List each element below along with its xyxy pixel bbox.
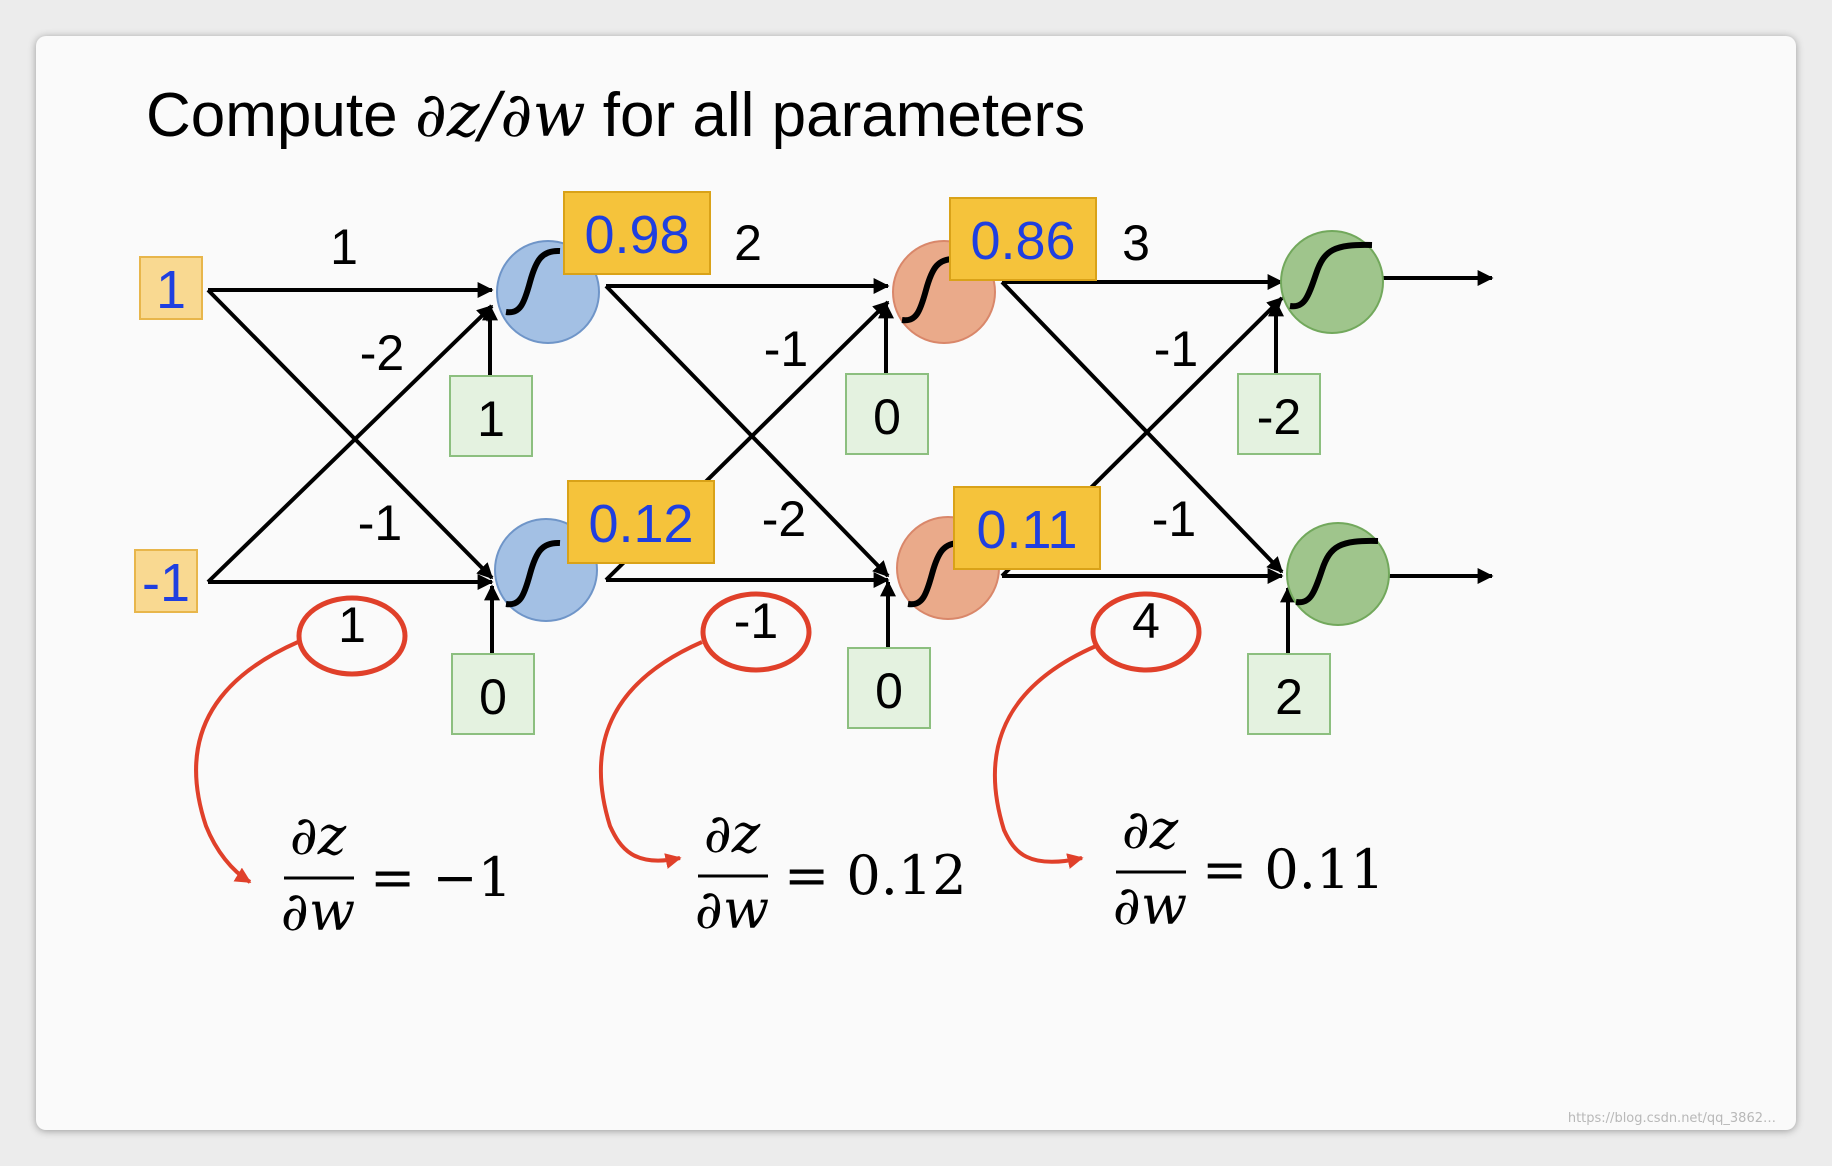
output-arrows <box>1382 270 1494 584</box>
sigmoid-icon <box>901 255 957 324</box>
neuron-l3-top <box>1280 230 1384 334</box>
activation-l2-top: 0.86 <box>970 211 1075 271</box>
bias-l2-top: 0 <box>873 389 901 445</box>
edge-in2-h1-1 <box>206 304 494 584</box>
derivative-1-numerator: ∂z <box>290 804 347 867</box>
curve-arrow-1 <box>194 640 299 884</box>
weight-l2-bt: -1 <box>764 321 808 377</box>
weight-labels: 1 -2 -1 1 2 -1 -2 -1 3 -1 -1 4 <box>330 215 1198 653</box>
highlight-circle-3 <box>1090 591 1202 673</box>
network-diagram: Compute ∂z/∂w for all parameters <box>134 78 1776 1126</box>
weight-l1-tt: 1 <box>330 219 358 275</box>
curve-arrow-2 <box>599 640 703 869</box>
bias-l3-bottom: 2 <box>1275 669 1303 725</box>
weight-l1-bb: 1 <box>338 597 366 653</box>
derivative-3: ∂z ∂w = 0.11 <box>1113 798 1385 937</box>
input-value-2: -1 <box>142 553 190 613</box>
derivative-3-denominator: ∂w <box>1113 874 1187 937</box>
input-value-1: 1 <box>156 260 186 320</box>
weight-l2-tt: 2 <box>734 215 762 271</box>
derivative-1-denominator: ∂w <box>281 880 355 943</box>
sigmoid-icon <box>1289 241 1373 310</box>
activation-l1-top: 0.98 <box>584 205 689 265</box>
weight-l1-tb: -1 <box>358 495 402 551</box>
derivative-formulas: ∂z ∂w = −1 ∂z ∂w = 0.12 ∂z ∂w = 0.11 <box>281 798 1385 943</box>
derivative-2-denominator: ∂w <box>695 878 769 941</box>
edge-h1a-h2b <box>604 284 890 578</box>
highlight-circles <box>296 591 1202 677</box>
highlight-circle-2 <box>700 591 812 673</box>
weight-l3-tt: 3 <box>1122 215 1150 271</box>
slide-panel: Compute ∂z/∂w for all parameters <box>36 36 1796 1130</box>
bias-l1-top: 1 <box>477 391 505 447</box>
bias-l3-top: -2 <box>1257 389 1301 445</box>
sigmoid-icon <box>505 247 561 316</box>
highlight-circle-1 <box>296 595 408 677</box>
sigmoid-icon <box>1295 537 1379 606</box>
weight-l2-bb: -1 <box>734 593 778 649</box>
bias-l2-bottom: 0 <box>875 663 903 719</box>
derivative-1: ∂z ∂w = −1 <box>281 804 512 943</box>
highlight-arrows <box>194 640 1097 884</box>
weight-l3-tb: -1 <box>1152 491 1196 547</box>
activation-boxes: 0.98 0.12 0.86 0.11 <box>563 191 1101 570</box>
bias-arrows <box>482 300 1296 654</box>
weight-l3-bt: -1 <box>1154 321 1198 377</box>
derivative-3-numerator: ∂z <box>1122 798 1179 861</box>
bias-l1-bottom: 0 <box>479 669 507 725</box>
weight-l2-tb: -2 <box>762 491 806 547</box>
edge-in1-h1-2 <box>206 288 494 580</box>
title-prefix: Compute <box>146 81 415 150</box>
activation-l1-bottom: 0.12 <box>588 494 693 554</box>
curve-arrow-3 <box>993 644 1097 869</box>
activation-l2-bottom: 0.11 <box>976 500 1077 560</box>
edge-h2a-ob <box>1000 280 1284 574</box>
derivative-1-value: = −1 <box>370 846 512 909</box>
sigmoid-icon <box>907 539 963 608</box>
bias-boxes: 1 0 0 0 -2 2 <box>449 373 1331 735</box>
weight-l3-bb: 4 <box>1132 593 1160 649</box>
title-math: ∂z/∂w <box>415 78 586 151</box>
derivative-2: ∂z ∂w = 0.12 <box>695 802 967 941</box>
title-suffix: for all parameters <box>586 81 1086 150</box>
derivative-3-value: = 0.11 <box>1202 838 1385 901</box>
weight-l1-bt: -2 <box>360 325 404 381</box>
input-boxes: 1 -1 <box>134 256 203 613</box>
neuron-l3-bottom <box>1286 522 1390 626</box>
page-title: Compute ∂z/∂w for all parameters <box>146 78 1085 151</box>
derivative-2-numerator: ∂z <box>704 802 761 865</box>
layer1-connections <box>206 282 494 590</box>
sigmoid-icon <box>505 539 561 608</box>
derivative-2-value: = 0.12 <box>784 844 967 907</box>
watermark-text: https://blog.csdn.net/qq_3862… <box>1568 1111 1776 1126</box>
